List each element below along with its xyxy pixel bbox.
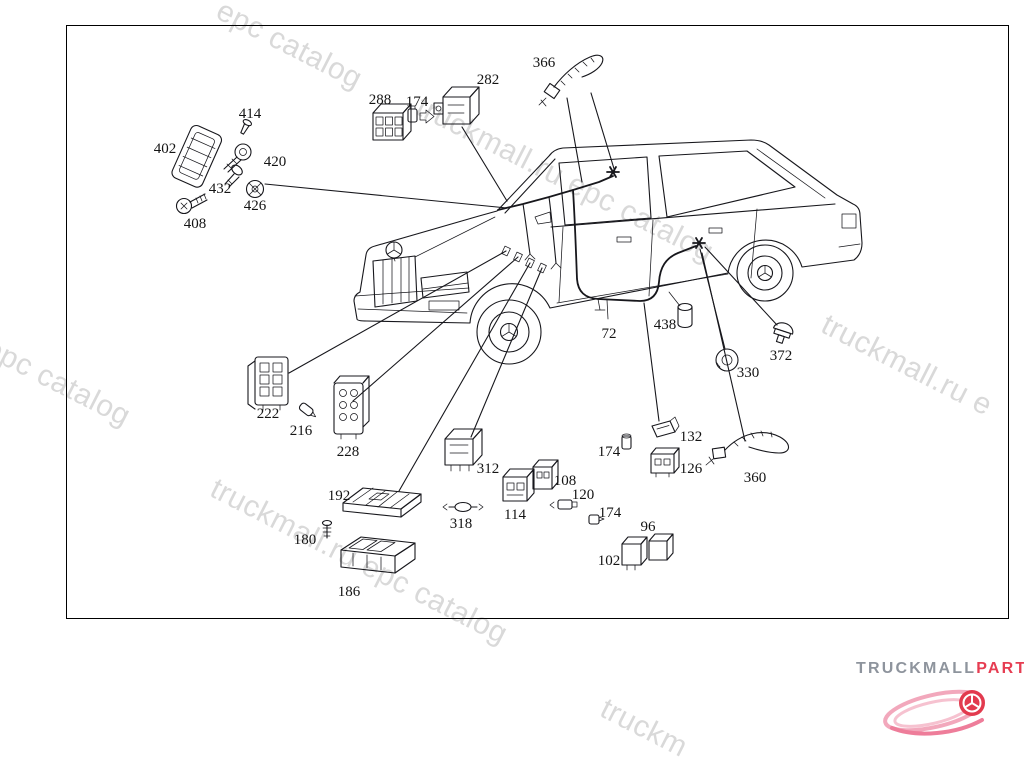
diagram-frame: 414 402 420 432 426 408 288 174 282 366 … (66, 25, 1009, 619)
part-icon-174-sensor-b (621, 433, 632, 450)
part-icon-180-screw (321, 519, 333, 539)
part-label-174-c: 174 (599, 505, 622, 521)
harness-marker-rear (692, 237, 706, 249)
insert-arrow-icon (419, 109, 435, 124)
part-icon-126-connector (650, 447, 680, 478)
part-label-288: 288 (369, 92, 392, 108)
part-icon-120-bulb (549, 499, 578, 510)
part-icon-108-connector (532, 459, 559, 490)
part-icon-420-bolt (223, 143, 252, 173)
part-icon-438-cylinder (677, 302, 693, 329)
part-icon-132-connector (651, 416, 680, 438)
front-wheel (476, 299, 542, 365)
part-label-132: 132 (680, 429, 703, 445)
parts-diagram: 414 402 420 432 426 408 288 174 282 366 … (154, 54, 863, 600)
part-label-102: 102 (598, 553, 621, 569)
wiring-harness (497, 166, 706, 320)
part-icon-318-bulb (442, 501, 484, 513)
logo-text-parts: PARTS (976, 660, 1024, 677)
part-label-126: 126 (680, 461, 703, 477)
part-icon-102-relay (621, 536, 648, 571)
part-label-96: 96 (641, 519, 657, 535)
part-icon-402-vent (171, 124, 223, 188)
part-label-420: 420 (264, 154, 287, 170)
part-icon-174-sensor-c (588, 514, 605, 525)
part-label-216: 216 (290, 423, 313, 439)
leader-lines (264, 92, 778, 492)
part-icon-216-bulb (298, 402, 317, 418)
part-icon-114-connector (502, 468, 535, 502)
part-icon-372-clip (772, 322, 794, 344)
part-label-330: 330 (737, 365, 760, 381)
logo-swirl-icon (883, 689, 985, 736)
part-label-366: 366 (533, 55, 556, 71)
part-icon-330-grommet (715, 348, 739, 372)
watermark-text: truckm (595, 692, 693, 764)
part-label-180: 180 (294, 532, 317, 548)
part-icon-360-cable-tie (705, 430, 790, 466)
part-icon-312-relay (444, 428, 483, 472)
logo-text-truckmall: TRUCKMALL (856, 660, 977, 677)
part-label-72: 72 (602, 326, 617, 342)
part-icon-228-carrier (333, 375, 370, 440)
part-icon-222-carrier (247, 356, 289, 411)
part-label-318: 318 (450, 516, 473, 532)
harness-marker-front (606, 166, 620, 178)
part-label-282: 282 (477, 72, 500, 88)
part-label-426: 426 (244, 198, 267, 214)
part-label-372: 372 (770, 348, 793, 364)
part-label-438: 438 (654, 317, 677, 333)
part-icon-174-sensor-a (407, 105, 418, 123)
part-label-408: 408 (184, 216, 207, 232)
part-icon-366-cable-tie (538, 54, 604, 107)
part-label-120: 120 (572, 487, 595, 503)
part-label-174-b: 174 (598, 444, 621, 460)
part-icon-432-screw (224, 164, 243, 188)
part-label-228: 228 (337, 444, 360, 460)
part-icon-96-relay (648, 533, 674, 561)
brand-logo: TRUCKMALLPARTS (856, 660, 1024, 745)
part-icon-408-screw (175, 193, 208, 215)
part-label-186: 186 (338, 584, 361, 600)
part-label-432: 432 (209, 181, 232, 197)
part-label-108: 108 (554, 473, 577, 489)
part-label-192: 192 (328, 488, 351, 504)
part-label-222: 222 (257, 406, 280, 422)
part-icon-288-connector (372, 103, 412, 141)
logo-text: TRUCKMALLPARTS (856, 660, 1024, 678)
part-label-402: 402 (154, 141, 177, 157)
part-label-414: 414 (239, 106, 262, 122)
part-label-360: 360 (744, 470, 767, 486)
part-icon-186-fusebox (340, 536, 416, 574)
car-illustration (353, 139, 863, 365)
part-icon-282-relay (433, 86, 480, 125)
rear-wheel (736, 244, 794, 302)
part-labels: 414 402 420 432 426 408 288 174 282 366 … (154, 55, 793, 600)
part-icon-426-nut (245, 179, 265, 199)
part-icon-192-fusebox-cover (342, 487, 422, 518)
part-icon-414-rivet (240, 118, 253, 135)
part-label-114: 114 (504, 507, 526, 523)
part-label-312: 312 (477, 461, 500, 477)
part-label-174-a: 174 (406, 94, 429, 110)
